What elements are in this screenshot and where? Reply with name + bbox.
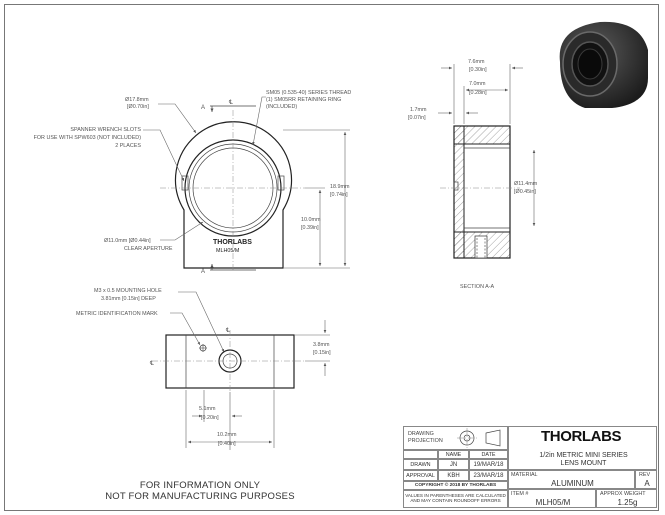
hole-label-line1: M3 x 0.5 MOUNTING HOLE xyxy=(94,288,162,294)
length-in-label: [0.40in] xyxy=(218,441,236,447)
item-value: MLH05/M xyxy=(535,498,571,507)
weight-label: APPROX WEIGHT xyxy=(600,491,646,497)
thread-leader xyxy=(252,96,266,146)
front-view: A A ℄ THORLABS MLH05/M Ø17.8mm [Ø0.70in]… xyxy=(34,90,352,275)
drawn-label: DRAWN xyxy=(403,459,438,470)
aperture-label: Ø11.0mm [Ø0.44in] xyxy=(104,238,151,244)
hole-label-line2: 3.81mm [0.15in] DEEP xyxy=(101,296,156,302)
height-in-label: [0.74in] xyxy=(330,192,348,198)
projection-cone xyxy=(485,429,501,447)
date-header: DATE xyxy=(469,450,508,459)
centerline-symbol-front: ℄ xyxy=(228,100,233,106)
centerline-symbol-left: ℄ xyxy=(149,361,154,367)
footer-note: FOR INFORMATION ONLY NOT FOR MANUFACTURI… xyxy=(70,480,330,502)
weight-value: 1.25g xyxy=(617,498,638,507)
lip-in-label: [0.07in] xyxy=(408,115,426,121)
projection-symbol xyxy=(457,428,501,448)
item-cell: ITEM # MLH05/M xyxy=(508,489,596,508)
logo-text: THORLABS xyxy=(541,428,622,445)
engraving-part: MLH05/M xyxy=(216,248,240,254)
thread-label-line2: (1) SM05RR RETAINING RING xyxy=(266,97,341,103)
section-slot xyxy=(453,181,459,191)
weight-cell: APPROX WEIGHT 1.25g xyxy=(596,489,657,508)
width-in-label: [0.30in] xyxy=(469,67,487,73)
sheet-border xyxy=(4,4,659,511)
length-mm-label: 10.2mm xyxy=(217,432,237,438)
description-line1: 1/2in METRIC MINI SERIES xyxy=(539,452,628,459)
bore-in-label: [Ø0.45in] xyxy=(514,189,536,195)
lip-mm-label: 1.7mm xyxy=(410,107,427,113)
blank-header-cell xyxy=(403,450,438,459)
projection-label: PROJECTION xyxy=(408,438,443,444)
approval-name: KBH xyxy=(438,470,469,481)
drawn-name: JN xyxy=(438,459,469,470)
height-mm-label: 18.9mm xyxy=(330,184,350,190)
rev-label: REV xyxy=(639,472,651,478)
approval-date: 23/MAR/18 xyxy=(469,470,508,481)
name-header: NAME xyxy=(438,450,469,459)
front-body-outline xyxy=(174,121,293,269)
aperture-leader xyxy=(160,221,204,241)
spanner-slot-right xyxy=(277,175,285,191)
footer-line2: NOT FOR MANUFACTURING PURPOSES xyxy=(105,491,295,502)
width-mm-label: 7.6mm xyxy=(468,59,485,65)
description-line2: LENS MOUNT xyxy=(560,460,607,467)
section-mounting-hole xyxy=(474,235,488,259)
material-value: ALUMINUM xyxy=(551,479,594,488)
spanner-label-line3: 2 PLACES xyxy=(115,143,141,149)
section-view: 7.6mm [0.30in] 7.0mm [0.28in] 1.7mm [0.0… xyxy=(408,59,538,290)
hole-leader xyxy=(178,291,225,353)
offset-mm-label: 5.1mm xyxy=(199,406,216,412)
note-cell: VALUES IN PARENTHESES ARE CALCULATED AND… xyxy=(403,490,508,508)
depth-in-label: [0.15in] xyxy=(313,350,331,356)
copyright: COPYRIGHT © 2018 BY THORLABS xyxy=(403,481,508,490)
spanner-label-line2: FOR USE WITH SPW603 (NOT INCLUDED) xyxy=(34,135,142,141)
engraving-brand: THORLABS xyxy=(213,239,252,246)
render-ring xyxy=(577,48,603,80)
section-title: SECTION A-A xyxy=(460,284,495,290)
thread-label-line1: SM05 (0.535-40) SERIES THREAD xyxy=(266,90,351,96)
note-line2: AND MAY CONTAIN ROUNDOFF ERRORS xyxy=(410,498,501,503)
outer-dia-leader xyxy=(158,103,197,134)
aperture-sub-label: CLEAR APERTURE xyxy=(124,246,173,252)
spanner-label-line1: SPANNER WRENCH SLOTS xyxy=(70,127,141,133)
axis-mm-label: 10.0mm xyxy=(301,217,321,223)
product-render xyxy=(559,21,648,108)
rev-value: A xyxy=(644,479,650,488)
title-block: DRAWING PROJECTION NAME DATE DRAWN JN 19… xyxy=(403,426,657,510)
drawing-label: DRAWING xyxy=(408,431,434,437)
note-line1: VALUES IN PARENTHESES ARE CALCULATED xyxy=(405,493,506,498)
section-lip xyxy=(453,125,465,259)
item-label: ITEM # xyxy=(511,491,529,497)
depth-mm-label: 3.8mm xyxy=(313,342,330,348)
section-letter-bottom: A xyxy=(201,269,205,275)
bottom-view: ℄ ℄ M3 x 0.5 MOUNTING HOLE 3.81mm [0.15i… xyxy=(76,288,331,450)
thorlabs-logo: THORLABS xyxy=(541,428,627,445)
approval-label: APPROVAL xyxy=(403,470,438,481)
metric-mark-leader xyxy=(170,312,201,346)
spanner-slot-left xyxy=(181,175,189,191)
metric-mark-label: METRIC IDENTIFICATION MARK xyxy=(76,311,158,317)
bore-mm-label: Ø11.4mm xyxy=(514,181,538,187)
material-label: MATERIAL xyxy=(511,472,538,478)
drawn-date: 19/MAR/18 xyxy=(469,459,508,470)
section-letter-top: A xyxy=(201,105,205,111)
thread-label-line3: (INCLUDED) xyxy=(266,104,297,110)
description-cell: 1/2in METRIC MINI SERIES LENS MOUNT xyxy=(508,426,657,470)
centerline-symbol-bottom: ℄ xyxy=(225,328,230,334)
outer-dia-in-label: [Ø0.70in] xyxy=(127,104,149,110)
projection-cell: DRAWING PROJECTION xyxy=(403,426,508,450)
inner-mm-label: 7.0mm xyxy=(469,81,486,87)
rev-cell: REV A xyxy=(635,470,657,489)
axis-in-label: [0.39in] xyxy=(301,225,319,231)
offset-in-label: [0.20in] xyxy=(201,415,219,421)
outer-dia-mm-label: Ø17.8mm xyxy=(125,97,149,103)
footer-line1: FOR INFORMATION ONLY xyxy=(139,480,261,491)
material-cell: MATERIAL ALUMINUM xyxy=(508,470,635,489)
spanner-leader xyxy=(143,129,185,182)
inner-in-label: [0.28in] xyxy=(469,90,487,96)
